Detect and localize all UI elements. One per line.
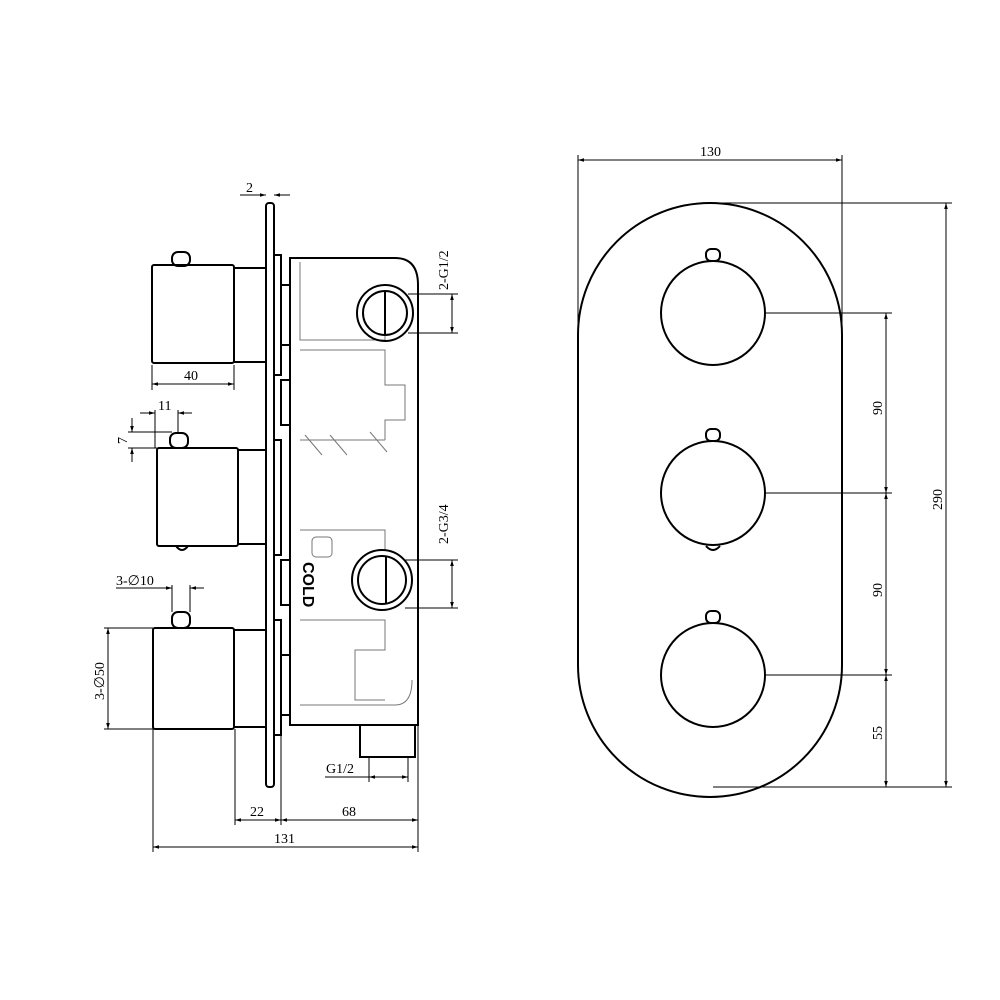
dim-spacing-2: 90 [871,583,886,597]
outlet [359,724,416,758]
front-dimensions: 130 290 90 90 55 [577,145,952,788]
handle-bottom [660,610,766,728]
dim-total-depth: 131 [274,832,295,847]
faceplate [577,202,843,798]
cold-port [351,549,413,611]
dim-top-port-thread: 2-G1/2 [437,250,452,290]
dim-outlet-thread: G1/2 [326,762,354,777]
dim-plate-thickness: 2 [246,181,253,196]
dim-collar-depth: 22 [250,805,264,820]
dim-height: 290 [931,489,946,510]
knob-bottom [152,611,267,730]
top-port [356,284,414,342]
side-view: COLD 2 40 11 7 3-∅10 3-∅50 22 68 131 [93,181,458,852]
handle-middle [660,428,766,551]
dim-pin-diameter: 3-∅10 [116,574,154,589]
cover-plate [265,202,275,788]
handle-top [660,248,766,366]
dim-pin-height: 7 [116,437,131,444]
dim-cold-port-thread: 2-G3/4 [437,504,452,544]
side-dimensions: 2 40 11 7 3-∅10 3-∅50 22 68 131 G1/2 [93,181,458,852]
front-view: 130 290 90 90 55 [577,145,952,798]
dim-knob-length: 40 [184,369,198,384]
knob-top [151,251,267,364]
dim-width: 130 [700,145,721,160]
flanges [273,254,291,736]
dim-body-depth: 68 [342,805,356,820]
dim-pin-offset: 11 [158,399,171,414]
cold-label: COLD [299,562,316,607]
dim-bottom-margin: 55 [871,726,886,740]
dim-spacing-1: 90 [871,401,886,415]
valve-body [289,257,419,726]
internal-details [299,262,413,706]
dim-knob-diameter: 3-∅50 [93,662,108,700]
knob-middle [156,432,267,551]
